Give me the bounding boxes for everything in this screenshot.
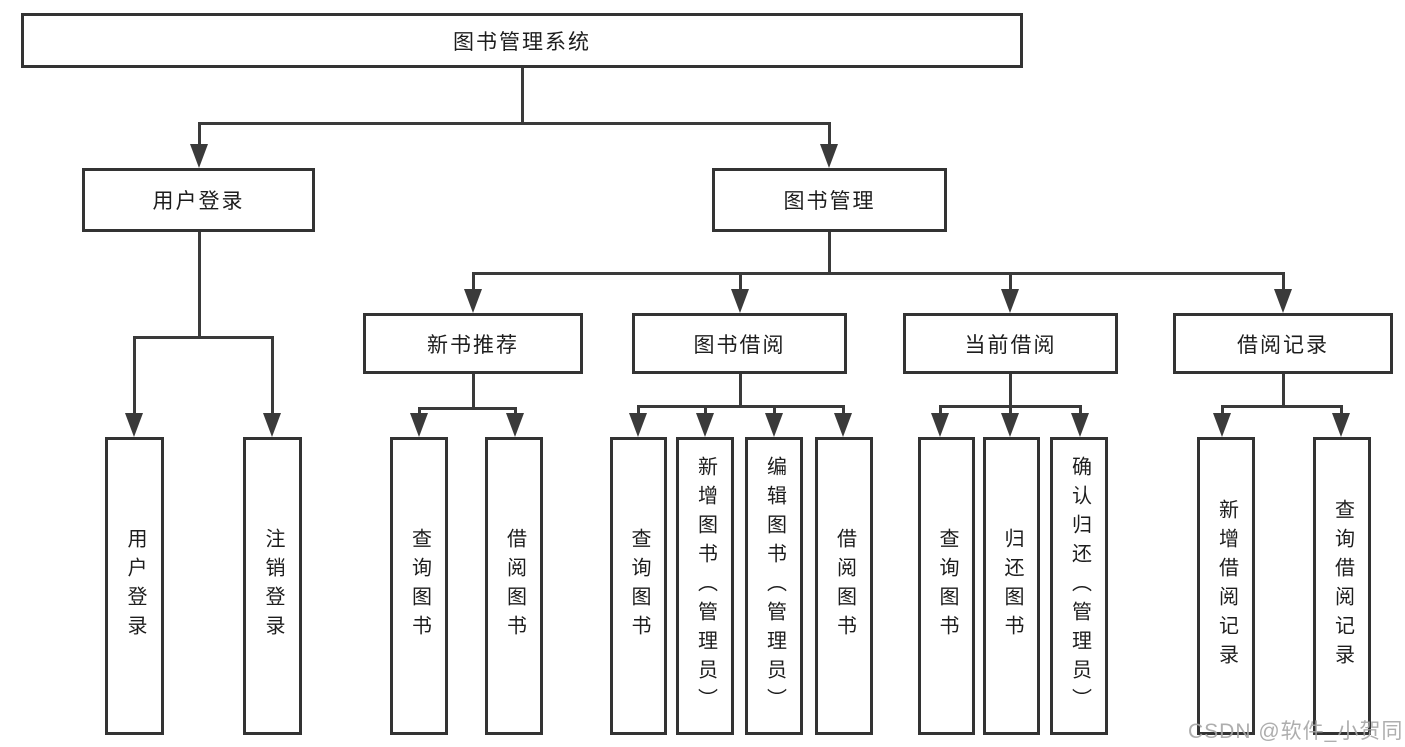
leaf-add-borrow-record: 新增借阅记录: [1197, 437, 1255, 735]
leaf-label: 编辑图书（管理员）: [763, 455, 786, 717]
node-label: 图书管理系统: [453, 30, 591, 54]
leaf-borrow-books: 借阅图书: [485, 437, 543, 735]
node-book-management: 图书管理: [712, 168, 947, 232]
connector-line: [1009, 374, 1012, 405]
connector-line: [773, 405, 776, 417]
connector-line: [1009, 405, 1012, 417]
connector-line: [1221, 405, 1342, 408]
connector-line: [1221, 405, 1224, 417]
connector-line: [739, 374, 742, 405]
arrow-down-icon: [410, 413, 428, 437]
leaf-query-books: 查询图书: [610, 437, 667, 735]
leaf-label: 归还图书: [1001, 528, 1023, 644]
leaf-label: 查询图书: [936, 528, 958, 644]
connector-line: [637, 405, 845, 408]
arrow-down-icon: [506, 413, 524, 437]
connector-line: [472, 374, 475, 407]
leaf-label: 查询借阅记录: [1331, 499, 1354, 673]
connector-line: [521, 68, 524, 122]
connector-line: [1282, 374, 1285, 405]
node-borrowing-records: 借阅记录: [1173, 313, 1393, 374]
connector-line: [1079, 405, 1082, 417]
connector-line: [133, 336, 274, 339]
leaf-confirm-return-admin: 确认归还（管理员）: [1050, 437, 1108, 735]
arrow-down-icon: [1274, 289, 1292, 313]
arrow-down-icon: [1071, 413, 1089, 437]
leaf-label: 用户登录: [124, 528, 146, 644]
connector-line: [472, 272, 1285, 275]
leaf-add-book-admin: 新增图书（管理员）: [676, 437, 734, 735]
connector-line: [198, 122, 831, 125]
arrow-down-icon: [263, 413, 281, 437]
connector-line: [637, 405, 640, 417]
leaf-logout: 注销登录: [243, 437, 302, 735]
connector-line: [828, 122, 831, 148]
leaf-label: 新增图书（管理员）: [694, 455, 717, 717]
leaf-borrow-books: 借阅图书: [815, 437, 873, 735]
node-book-borrowing: 图书借阅: [632, 313, 847, 374]
node-library-management-system: 图书管理系统: [21, 13, 1023, 68]
leaf-label: 查询图书: [628, 528, 650, 644]
connector-line: [704, 405, 707, 417]
connector-line: [939, 405, 942, 417]
arrow-down-icon: [1332, 413, 1350, 437]
leaf-label: 新增借阅记录: [1215, 499, 1238, 673]
arrow-down-icon: [464, 289, 482, 313]
node-label: 图书管理: [783, 190, 876, 213]
arrow-down-icon: [1001, 289, 1019, 313]
arrow-down-icon: [125, 413, 143, 437]
arrow-down-icon: [820, 144, 838, 168]
leaf-query-borrow-record: 查询借阅记录: [1313, 437, 1371, 735]
node-new-book-recommendation: 新书推荐: [363, 313, 583, 374]
node-label: 当前借阅: [964, 333, 1057, 357]
arrow-down-icon: [1213, 413, 1231, 437]
connector-line: [1009, 272, 1012, 293]
node-label: 用户登录: [152, 190, 245, 213]
node-label: 图书借阅: [693, 333, 786, 357]
connector-line: [514, 407, 517, 417]
leaf-label: 注销登录: [262, 528, 284, 644]
connector-line: [271, 336, 274, 417]
csdn-watermark: CSDN @软件_小贺同学: [1188, 720, 1404, 743]
arrow-down-icon: [629, 413, 647, 437]
node-user-login: 用户登录: [82, 168, 315, 232]
leaf-return-books: 归还图书: [983, 437, 1040, 735]
arrow-down-icon: [731, 289, 749, 313]
leaf-label: 查询图书: [408, 528, 431, 644]
connector-line: [1340, 405, 1343, 417]
connector-line: [418, 407, 421, 417]
node-label: 新书推荐: [427, 333, 519, 357]
arrow-down-icon: [1001, 413, 1019, 437]
arrow-down-icon: [834, 413, 852, 437]
connector-line: [842, 405, 845, 417]
node-label: 借阅记录: [1237, 333, 1329, 357]
arrow-down-icon: [190, 144, 208, 168]
connector-line: [418, 407, 517, 410]
connector-line: [739, 272, 742, 293]
connector-line: [1282, 272, 1285, 293]
leaf-query-books: 查询图书: [390, 437, 448, 735]
node-current-borrowing: 当前借阅: [903, 313, 1118, 374]
arrow-down-icon: [696, 413, 714, 437]
leaf-query-books: 查询图书: [918, 437, 975, 735]
leaf-edit-book-admin: 编辑图书（管理员）: [745, 437, 803, 735]
connector-line: [133, 336, 136, 417]
connector-line: [198, 232, 201, 336]
connector-line: [198, 122, 201, 148]
leaf-user-login: 用户登录: [105, 437, 164, 735]
arrow-down-icon: [765, 413, 783, 437]
connector-line: [472, 272, 475, 293]
leaf-label: 借阅图书: [503, 528, 526, 644]
connector-line: [828, 232, 831, 272]
leaf-label: 借阅图书: [833, 528, 856, 644]
leaf-label: 确认归还（管理员）: [1068, 455, 1091, 717]
arrow-down-icon: [931, 413, 949, 437]
